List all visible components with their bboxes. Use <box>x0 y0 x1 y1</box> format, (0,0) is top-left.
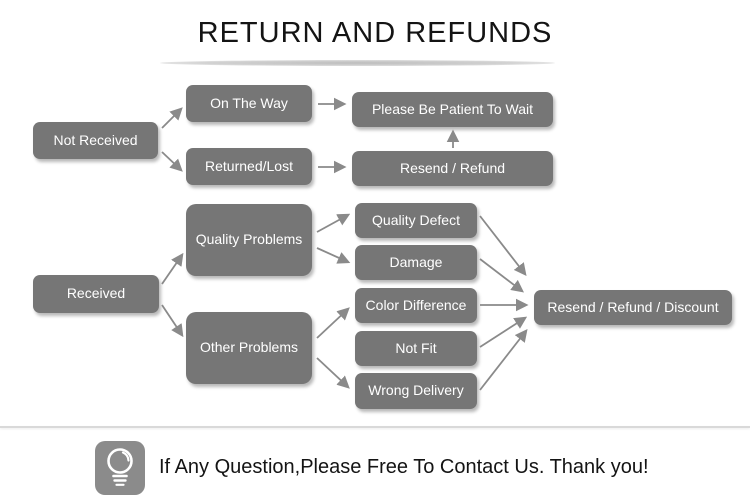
node-resend-refund: Resend / Refund <box>352 151 553 186</box>
footer-divider <box>0 426 750 428</box>
node-not-received: Not Received <box>33 122 158 159</box>
node-wrong-delivery: Wrong Delivery <box>355 373 477 409</box>
node-resend-refund-discount: Resend / Refund / Discount <box>534 290 732 325</box>
node-returned-lost: Returned/Lost <box>186 148 312 185</box>
page-title: RETURN AND REFUNDS <box>197 17 553 49</box>
node-quality-defect: Quality Defect <box>355 203 477 238</box>
title-underline <box>160 60 555 66</box>
node-not-fit: Not Fit <box>355 331 477 366</box>
footer-message: If Any Question,Please Free To Contact U… <box>159 456 649 478</box>
node-received: Received <box>33 275 159 313</box>
node-other-problems: Other Problems <box>186 312 312 384</box>
node-quality-problems: Quality Problems <box>186 204 312 276</box>
node-please-be-patient-to-wait: Please Be Patient To Wait <box>352 92 553 127</box>
node-on-the-way: On The Way <box>186 85 312 122</box>
lightbulb-icon <box>95 440 145 495</box>
node-damage: Damage <box>355 245 477 280</box>
node-color-difference: Color Difference <box>355 288 477 323</box>
footer: If Any Question,Please Free To Contact U… <box>95 440 649 495</box>
